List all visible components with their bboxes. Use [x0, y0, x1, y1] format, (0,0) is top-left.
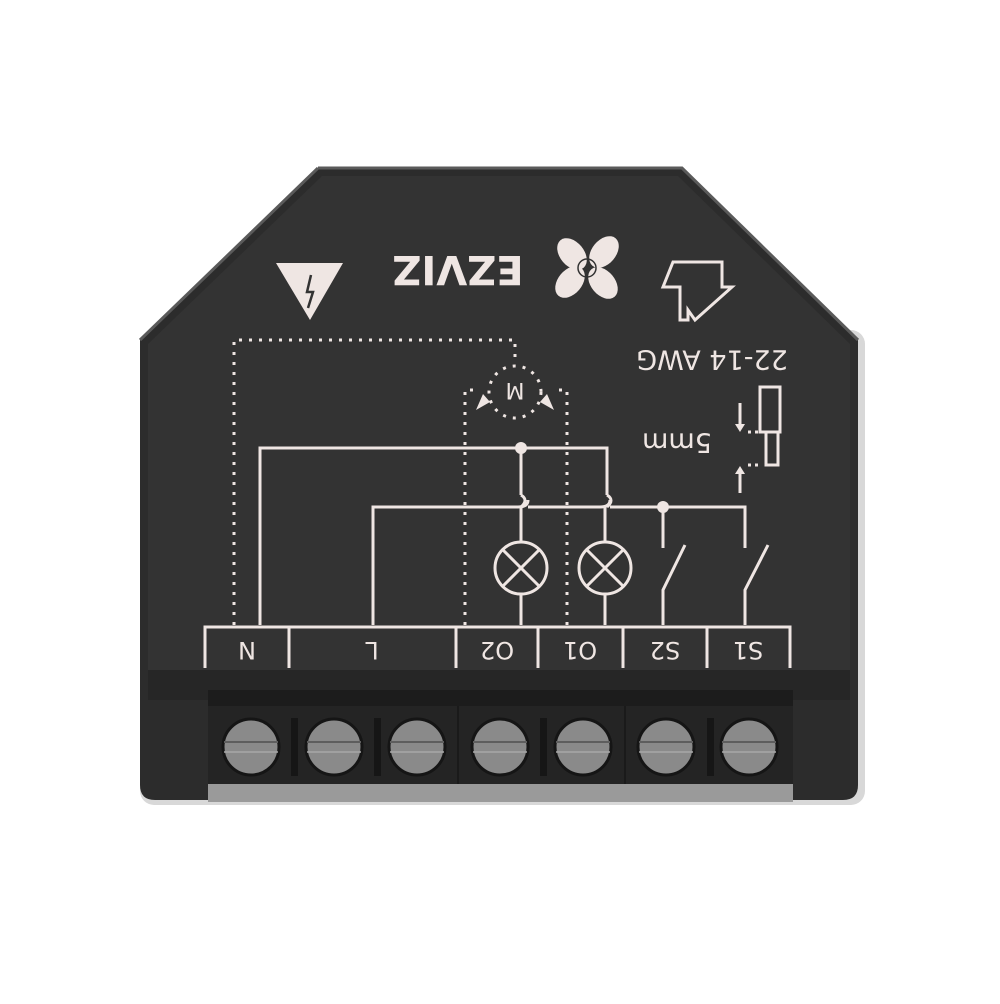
wire-gauge-label: 22-14 AWG — [636, 344, 788, 375]
strip-length-icon — [735, 385, 782, 493]
wiring-diagram — [258, 442, 770, 625]
screw-icon[interactable] — [636, 717, 696, 777]
svg-text:S2: S2 — [650, 636, 681, 664]
svg-text:O2: O2 — [480, 636, 514, 664]
svg-text:N: N — [238, 636, 256, 664]
printed-markings — [203, 236, 792, 668]
strip-length-label: 5mm — [642, 427, 712, 458]
motor-wiring-dotted — [232, 338, 569, 625]
motor-arrows — [476, 394, 554, 410]
svg-text:22-14 AWG: 22-14 AWG — [636, 344, 788, 375]
screw-icon[interactable] — [553, 717, 613, 777]
high-voltage-warning-icon — [276, 263, 343, 320]
svg-text:L: L — [365, 636, 379, 664]
svg-text:M: M — [506, 377, 525, 402]
terminal-label-o2: O2 — [480, 636, 514, 664]
brand-logo-text: EZVIZ — [392, 246, 523, 292]
housing-ledge — [148, 670, 850, 710]
terminal-label-l: L — [365, 636, 379, 664]
housing-body — [138, 166, 860, 800]
svg-text:S1: S1 — [733, 636, 764, 664]
screw-icon[interactable] — [470, 717, 530, 777]
screw-icon[interactable] — [719, 717, 779, 777]
terminal-label-s1: S1 — [733, 636, 764, 664]
screw-icon[interactable] — [387, 717, 447, 777]
svg-text:O1: O1 — [563, 636, 597, 664]
insert-arrow-icon — [660, 260, 736, 323]
screw-icon[interactable] — [221, 717, 281, 777]
ezviz-fan-logo-icon — [555, 236, 619, 299]
terminal-label-n: N — [238, 636, 256, 664]
brand-name: EZVIZ — [392, 246, 523, 292]
terminal-label-s2: S2 — [650, 636, 681, 664]
screw-icon[interactable] — [304, 717, 364, 777]
svg-text:5mm: 5mm — [642, 427, 712, 458]
terminal-screws — [221, 717, 779, 777]
terminal-label-o1: O1 — [563, 636, 597, 664]
motor-label: M — [506, 377, 525, 402]
terminal-label-frame — [203, 625, 792, 668]
